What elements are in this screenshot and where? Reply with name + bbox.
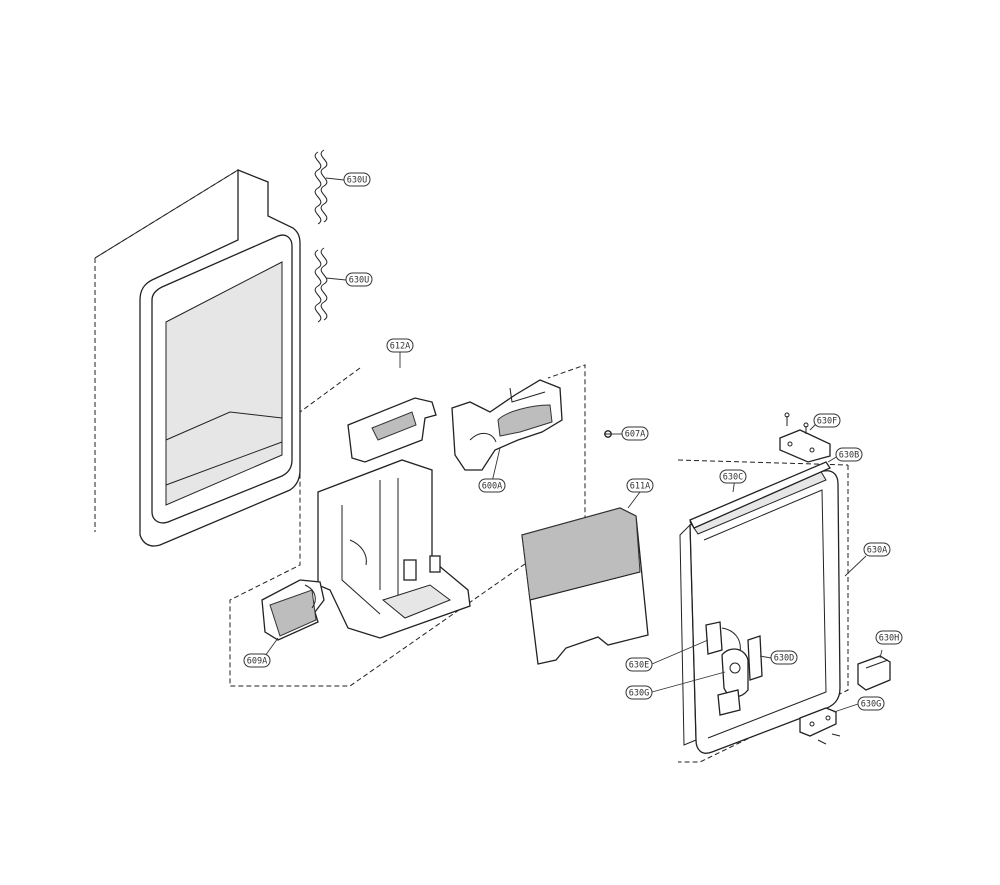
screw	[604, 430, 622, 438]
callout-630g-left: 630G	[625, 685, 653, 700]
svg-text:630G: 630G	[861, 700, 881, 710]
callout-630b: 630B	[835, 447, 863, 462]
side-hinge-block	[857, 649, 891, 691]
motor-assembly	[451, 379, 563, 483]
callout-630d: 630D	[770, 650, 798, 665]
callout-630u-upper: 630U	[343, 172, 371, 187]
lower-bracket	[799, 703, 859, 745]
svg-text:630E: 630E	[629, 661, 649, 671]
svg-text:630G: 630G	[629, 689, 649, 699]
funnel-guide	[521, 491, 649, 665]
callout-609a: 609A	[243, 653, 271, 668]
callout-611a: 611A	[626, 478, 654, 493]
callout-630e: 630E	[625, 657, 653, 672]
svg-text:612A: 612A	[390, 342, 410, 352]
dispenser-housing	[317, 352, 471, 639]
svg-text:630A: 630A	[867, 546, 887, 556]
callout-630g-right: 630G	[857, 696, 885, 711]
callout-612a: 612A	[386, 338, 414, 353]
callout-630u-lower: 630U	[345, 272, 373, 287]
spring-lower	[314, 247, 347, 323]
svg-text:609A: 609A	[247, 657, 267, 667]
svg-text:607A: 607A	[625, 430, 645, 440]
door-hinge-parts	[651, 621, 772, 716]
callout-600a: 600A	[478, 478, 506, 493]
svg-text:630D: 630D	[774, 654, 794, 664]
callout-630f: 630F	[813, 413, 841, 428]
svg-text:630H: 630H	[879, 634, 899, 644]
top-hinge	[779, 412, 839, 463]
callout-630a: 630A	[863, 542, 891, 557]
svg-text:611A: 611A	[630, 482, 650, 492]
svg-text:600A: 600A	[482, 482, 502, 492]
lever-bracket	[261, 579, 325, 657]
svg-text:630U: 630U	[347, 176, 367, 186]
svg-text:630U: 630U	[349, 276, 369, 286]
dispenser-door	[677, 459, 867, 763]
dispenser-front-frame	[94, 169, 301, 547]
spring-upper	[314, 149, 345, 225]
svg-text:630C: 630C	[723, 473, 743, 483]
svg-text:630B: 630B	[839, 451, 859, 461]
callout-630c: 630C	[719, 469, 747, 484]
svg-text:630F: 630F	[817, 417, 837, 427]
callout-607a: 607A	[621, 426, 649, 441]
callout-630h: 630H	[875, 630, 903, 645]
